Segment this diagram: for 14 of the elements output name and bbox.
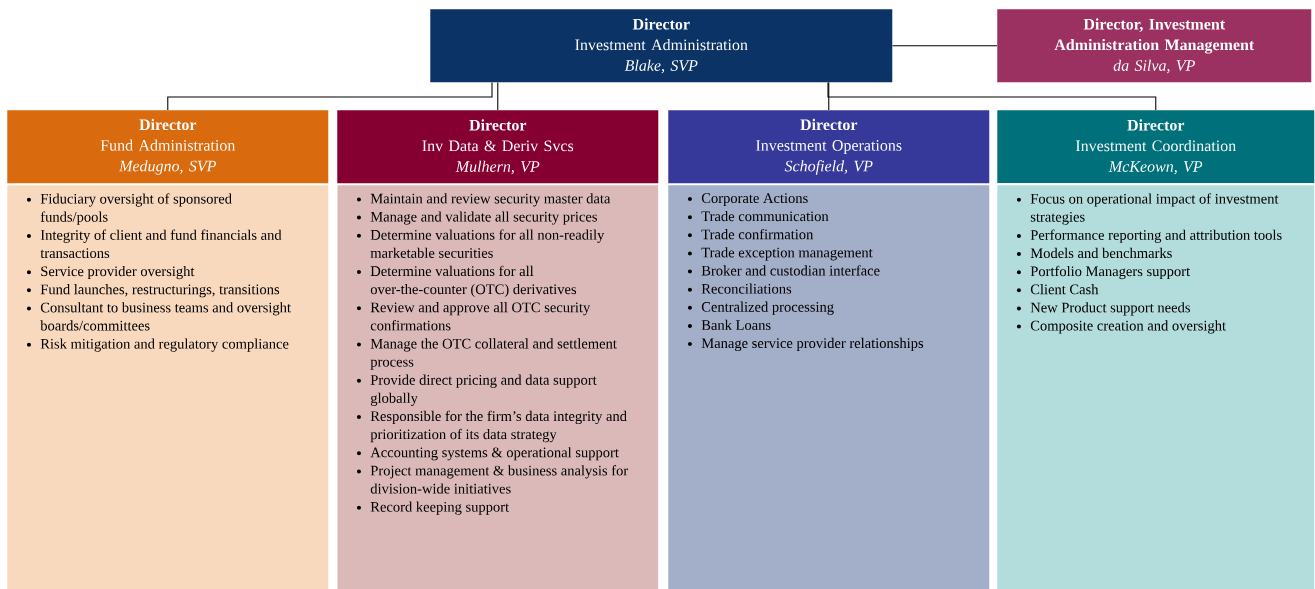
connector-line bbox=[892, 45, 998, 47]
director-box: Director Investment Operations Schofield, VP bbox=[668, 110, 990, 184]
director-box: Director Investment Coordination McKeown, VP bbox=[997, 110, 1315, 184]
duty-panel: Fiduciary oversight of sponsored funds/pools Integrity of client and fund financials and transactions Service provider oversight Fund launches, restructurings, transitions Consultant to business teams and oversight boards/committees Risk mitigation and regulatory compliance bbox=[7, 185, 329, 589]
duty-panel: Corporate Actions Trade communication Trade confirmation Trade exception management Broker and custodian interface Reconciliations Centralized processing Bank Loans Manage service provider relationships bbox=[668, 185, 990, 589]
duty-panel: Focus on operational impact of investment strategies Performance reporting and attribution tools Models and benchmarks Portfolio Managers support Client Cash New Product support needs Composite creation and oversight bbox=[997, 185, 1315, 589]
connector-line bbox=[827, 82, 1157, 111]
director-box: Director Investment Administration Blake, SVP bbox=[430, 9, 893, 83]
director-box: Director, Investment Administration Management da Silva, VP bbox=[997, 9, 1312, 83]
director-box: Director Inv Data & Deriv Svcs Mulhern, VP bbox=[337, 110, 659, 184]
connector-line bbox=[167, 82, 493, 111]
director-box: Director Fund Administration Medugno, SVP bbox=[7, 110, 329, 184]
connector-line bbox=[497, 82, 499, 111]
duty-panel: Maintain and review security master data Manage and validate all security prices Determine valuations for all non-readily marketable securities Determine valuations for all over-the-counter (OTC) derivatives Review and approve all OTC security confirmations Manage the OTC collateral and settlement process Provide direct pricing and data support globally Responsible for the firm’s data integrity and prioritization of its data strategy Accounting systems & operational support Project management & business analysis for division-wide initiatives Record keeping support bbox=[337, 185, 659, 589]
